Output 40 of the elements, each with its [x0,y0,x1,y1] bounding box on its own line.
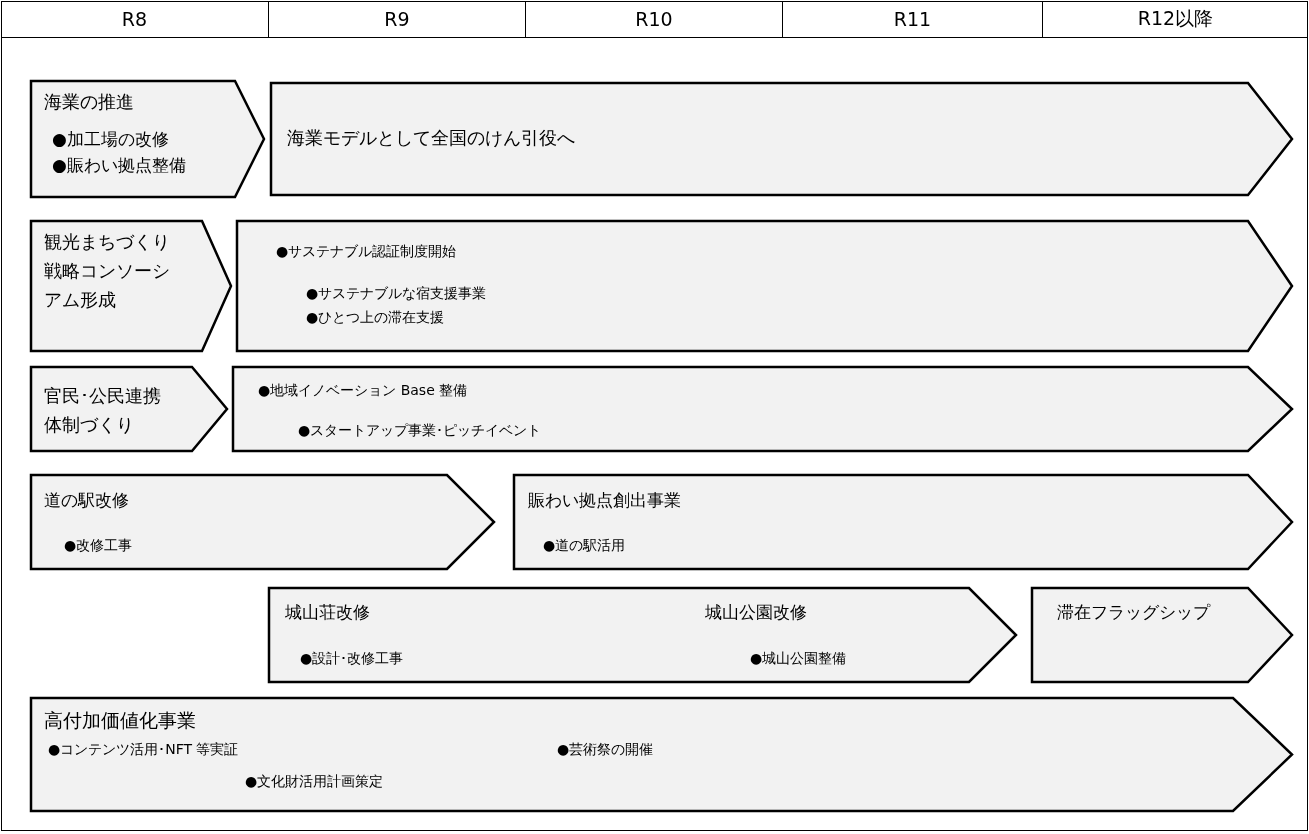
chevron-title: 賑わい拠点創出事業 [528,489,681,512]
bullet-item: ●ひとつ上の滞在支援 [306,308,445,327]
bullet-item: ●改修工事 [64,536,133,555]
bullet-item: ●サステナブル認証制度開始 [276,242,457,261]
bullet-item: ●文化財活用計画策定 [245,772,384,791]
bullet-item: 城山公園改修 [705,601,807,624]
roadmap-band [30,474,495,570]
bullet-item: ●芸術祭の開催 [557,740,654,759]
bullet-item: ●加工場の改修 [52,128,169,151]
chevron-title: 高付加価値化事業 [44,708,196,733]
roadmap-band [232,366,1293,452]
chevron-title: 道の駅改修 [44,489,129,512]
year-header: R10 [526,1,783,38]
chevron-title: 海業モデルとして全国のけん引役へ [287,126,575,150]
roadmap-band [30,220,232,352]
bullet-item: ●賑わい拠点整備 [52,154,186,177]
roadmap-band [513,474,1293,570]
chevron-title: 城山荘改修 [285,601,370,624]
bullet-item: ●コンテンツ活用･NFT 等実証 [48,740,239,759]
roadmap-band [1031,587,1293,683]
chevron-title: 滞在フラッグシップ [1057,601,1210,624]
chevron-title: 海業の推進 [44,90,134,114]
year-header: R11 [783,1,1043,38]
year-header: R8 [1,1,269,38]
roadmap-band [268,587,1017,683]
chevron-title: 官民･公民連携体制づくり [44,384,162,437]
year-header: R12以降 [1043,1,1308,38]
chevron-title: 観光まちづくり戦略コンソーシアム形成 [44,230,171,312]
bullet-item: ●道の駅活用 [543,536,626,555]
year-header: R9 [269,1,526,38]
bullet-item: ●城山公園整備 [750,649,847,668]
roadmap-band [236,220,1293,352]
bullet-item: ●スタートアップ事業･ピッチイベント [298,421,542,440]
roadmap-band [270,82,1293,196]
bullet-item: ●サステナブルな宿支援事業 [306,284,487,303]
roadmap-band [30,80,265,198]
roadmap-band [30,366,228,452]
bullet-item: ●地域イノベーション Base 整備 [258,381,468,400]
bullet-item: ●設計･改修工事 [300,649,404,668]
roadmap-band [30,697,1293,812]
